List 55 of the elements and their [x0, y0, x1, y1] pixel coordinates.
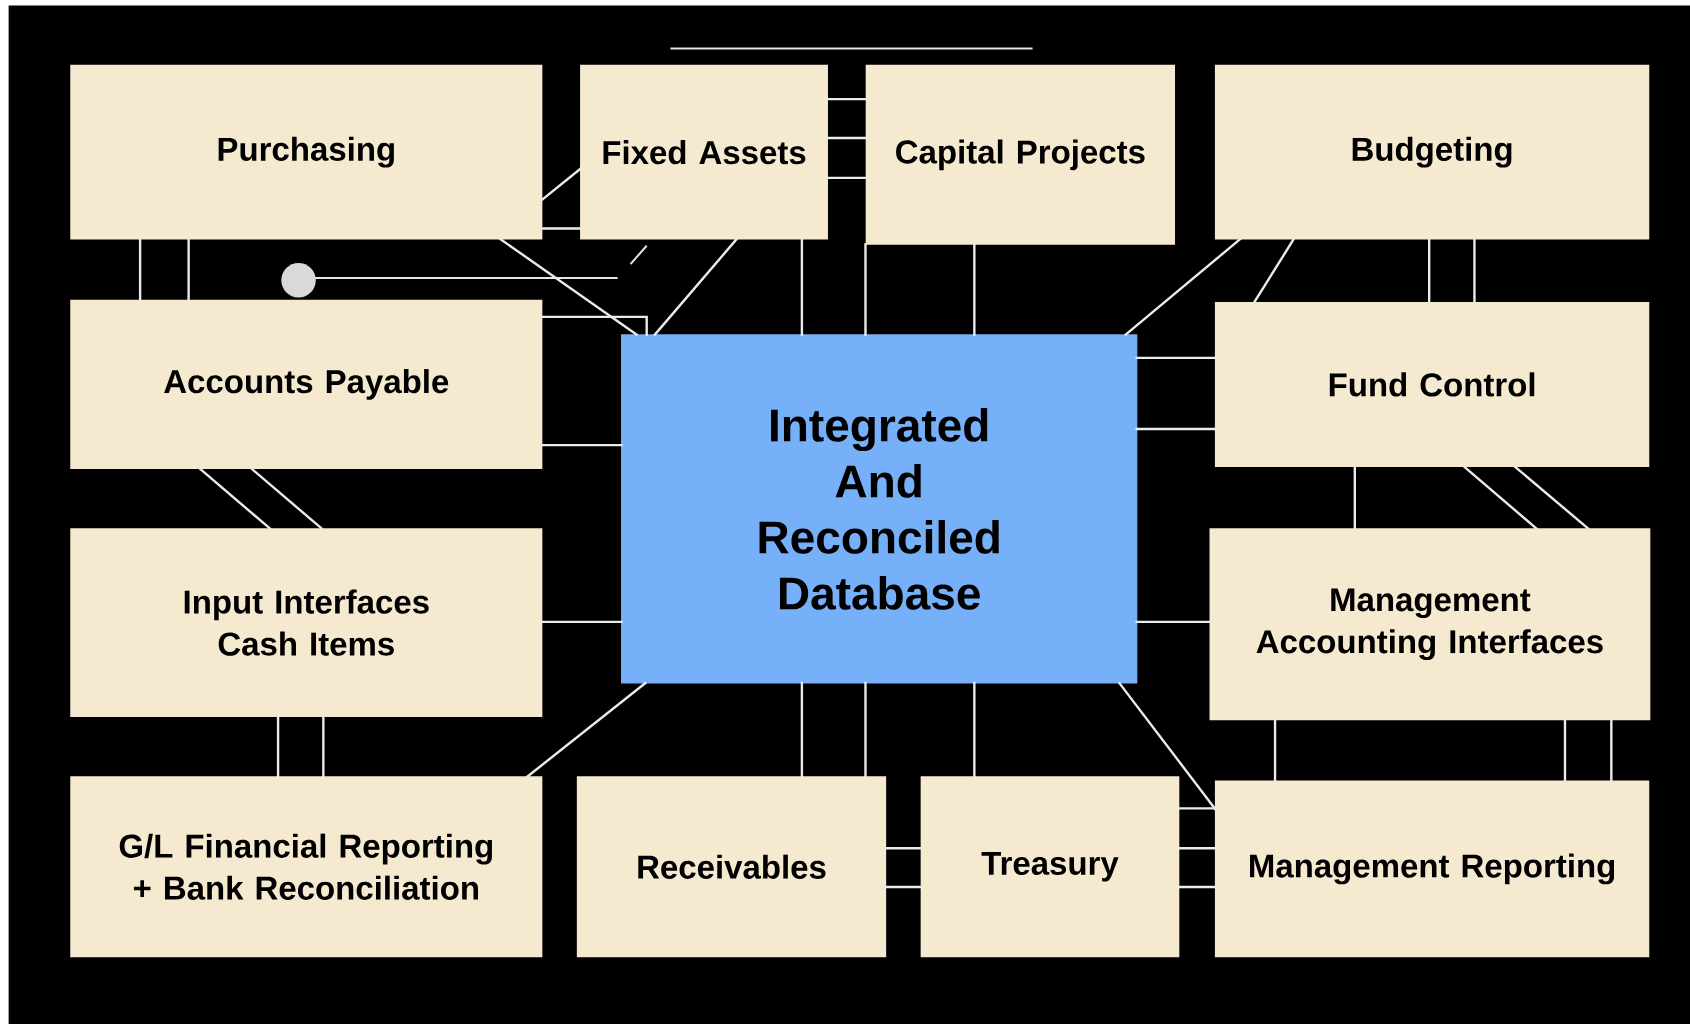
connector-line	[826, 136, 868, 140]
process-box: G/L Financial Reporting + Bank Reconciliation	[70, 776, 543, 958]
process-box: Accounts Payable	[70, 299, 543, 470]
database-box: Integrated And Reconciled Database	[621, 334, 1138, 684]
connector-line	[973, 243, 976, 337]
process-box: Receivables	[576, 776, 887, 958]
connector-line	[1563, 718, 1567, 783]
process-box: Treasury	[920, 776, 1180, 958]
connector-line	[187, 237, 190, 302]
connector-line	[1135, 620, 1212, 624]
connector-line	[1610, 718, 1613, 783]
connector-line	[540, 167, 583, 202]
process-box: Capital Projects	[865, 64, 1175, 245]
connector-line	[1124, 237, 1242, 337]
process-box: Purchasing	[70, 64, 543, 240]
connector-line	[276, 715, 280, 778]
connector-line	[1353, 465, 1356, 531]
connector-line	[498, 237, 639, 337]
connector-line	[864, 681, 867, 778]
connector-line	[1117, 681, 1217, 811]
connector-line	[1513, 464, 1590, 531]
connector-line	[884, 847, 923, 850]
process-box: Fixed Assets	[580, 64, 828, 240]
connector-line	[1177, 807, 1217, 810]
connector-line	[540, 227, 582, 230]
process-box: Input Interfaces Cash Items	[70, 528, 543, 717]
connector-line	[198, 467, 272, 531]
connector-line	[1135, 427, 1217, 431]
connector-line	[1252, 237, 1296, 305]
connector-line	[322, 715, 325, 778]
connector-line	[249, 467, 324, 531]
connector-line	[800, 237, 804, 337]
connector-line	[138, 237, 142, 302]
process-box: Fund Control	[1214, 302, 1650, 467]
process-box: Management Reporting	[1214, 780, 1650, 958]
connector-line	[1177, 885, 1217, 889]
connector-line	[1473, 237, 1476, 304]
connector-line	[1177, 847, 1217, 850]
connector-line	[540, 443, 623, 447]
connector-line	[826, 97, 868, 101]
connector-line	[826, 176, 868, 180]
connector-line	[884, 885, 923, 889]
connector-line	[1462, 464, 1539, 531]
process-box: Management Accounting Interfaces	[1209, 528, 1651, 721]
connector-line	[540, 315, 648, 337]
connector-line	[540, 620, 623, 624]
connector-line	[1273, 718, 1277, 783]
connector-line	[800, 681, 804, 778]
connector-line	[653, 237, 739, 337]
connector-line	[864, 243, 867, 337]
connector-line	[525, 681, 647, 779]
connector-line	[973, 681, 976, 778]
connector-line	[1428, 237, 1431, 304]
process-box: Budgeting	[1214, 64, 1650, 240]
connector-line	[1135, 356, 1217, 360]
